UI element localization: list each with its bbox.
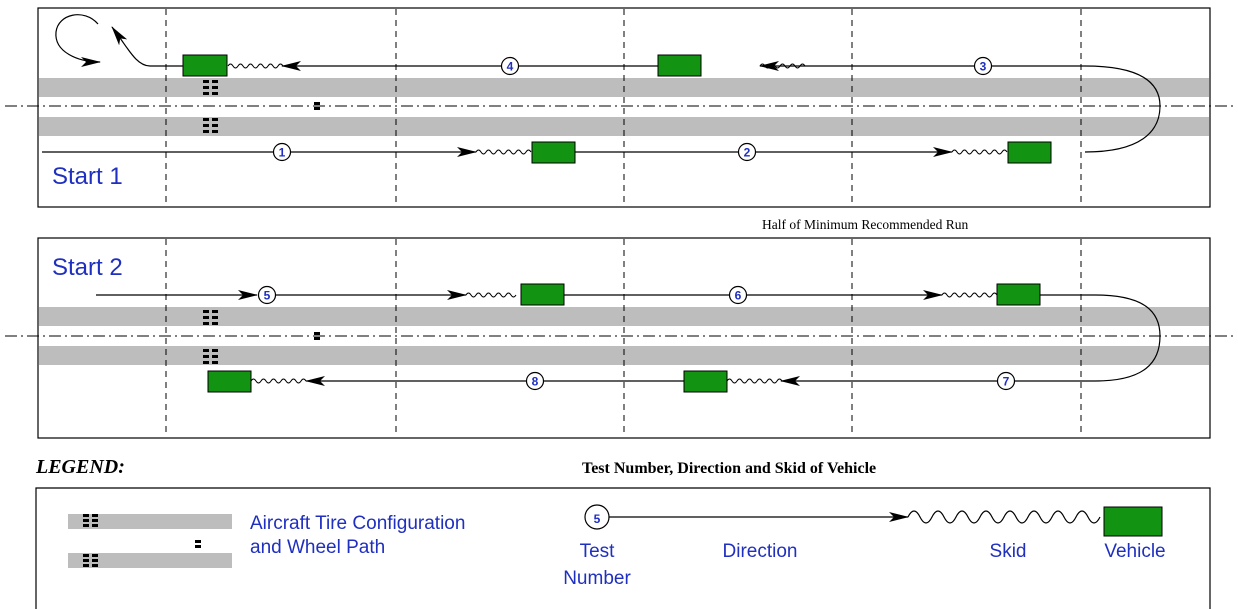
legend-skid-label: Skid <box>990 541 1027 562</box>
svg-text:8: 8 <box>532 375 539 389</box>
vehicle <box>182 54 228 77</box>
vehicle <box>657 54 702 77</box>
legend-heading: LEGEND: <box>35 456 125 478</box>
test-number-marker: 6 <box>728 285 748 305</box>
wheel-path-band <box>39 117 1209 136</box>
skid-mark <box>759 63 806 69</box>
vehicle <box>531 141 576 164</box>
skid-mark <box>465 292 517 298</box>
wheel-path-band <box>39 346 1209 365</box>
test-number-marker: 3 <box>973 56 993 76</box>
vehicle <box>683 370 728 393</box>
legend-tire-icon <box>68 514 232 568</box>
svg-text:5: 5 <box>594 512 601 526</box>
svg-text:5: 5 <box>264 289 271 303</box>
legend-vehicle-icon <box>1103 506 1163 537</box>
legend-vehicle-label: Vehicle <box>1104 541 1165 562</box>
test-number-marker: 7 <box>996 371 1016 391</box>
skid-mark <box>227 63 284 69</box>
test-number-marker: 5 <box>257 285 277 305</box>
svg-text:4: 4 <box>507 60 514 74</box>
panel-frame <box>37 7 1211 208</box>
skid-mark <box>250 378 307 384</box>
aircraft-tire-configuration <box>203 310 320 364</box>
svg-text:2: 2 <box>744 146 751 160</box>
test-number-marker: 1 <box>272 142 292 162</box>
vehicle <box>996 283 1041 306</box>
turnaround-path <box>111 26 183 67</box>
start-label: Start 1 <box>52 163 123 190</box>
svg-text:1: 1 <box>279 146 286 160</box>
legend-test-label: Test <box>580 541 616 562</box>
travel-path-return <box>1084 65 1161 153</box>
legend-box: Aircraft Tire Configuration and Wheel Pa… <box>35 487 1211 609</box>
legend-tire-label: and Wheel Path <box>250 537 385 558</box>
panel-start-1: 1 2 3 4 Start 1 <box>5 7 1235 208</box>
legend-frame <box>35 487 1211 609</box>
legend-skid-icon <box>907 510 1101 524</box>
travel-path-return <box>1008 294 1161 382</box>
legend-test-number-icon: 5 <box>584 504 610 530</box>
vehicle <box>207 370 252 393</box>
test-number-marker: 2 <box>737 142 757 162</box>
grid-dividers <box>165 239 1082 437</box>
panel-start-2: 5 6 7 8 Start 2 <box>5 237 1235 439</box>
half-run-label: Half of Minimum Recommended Run <box>762 217 968 232</box>
test-number-marker: 8 <box>525 371 545 391</box>
legend-subheading: Test Number, Direction and Skid of Vehic… <box>582 460 876 477</box>
skid-mark <box>726 378 783 384</box>
legend-tire-label: Aircraft Tire Configuration <box>250 513 465 534</box>
vehicle <box>1007 141 1052 164</box>
skid-mark <box>475 149 532 155</box>
aircraft-tire-configuration <box>203 80 320 133</box>
legend-direction-label: Direction <box>723 541 798 562</box>
skid-mark <box>941 292 998 298</box>
turnaround-loop <box>55 14 101 67</box>
vehicle <box>520 283 565 306</box>
test-number-marker: 4 <box>500 56 520 76</box>
skid-mark <box>951 149 1008 155</box>
svg-text:3: 3 <box>980 60 987 74</box>
start-label: Start 2 <box>52 254 123 281</box>
svg-text:6: 6 <box>735 289 742 303</box>
legend-test-label: Number <box>563 568 631 589</box>
svg-text:7: 7 <box>1003 375 1010 389</box>
